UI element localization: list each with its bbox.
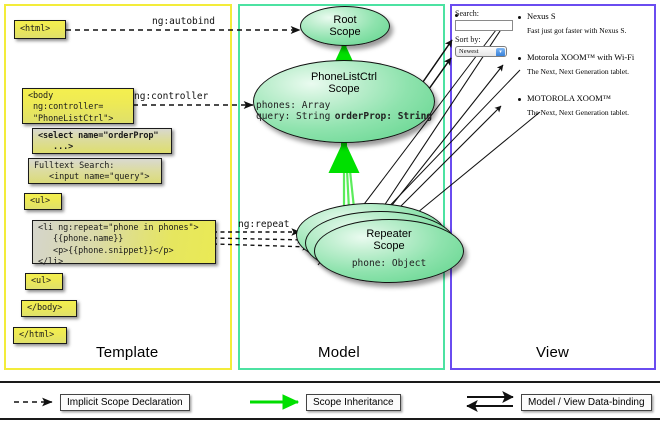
column-label-view: View bbox=[536, 344, 570, 361]
code-box-fulltext-search: Fulltext Search: <input name="query"> bbox=[28, 158, 162, 184]
phone-name: MOTOROLA XOOM™ bbox=[527, 93, 611, 103]
code-box-html-open: <html> bbox=[14, 20, 66, 39]
legend-divider-bottom bbox=[0, 418, 660, 420]
sort-select-value: Newest bbox=[459, 48, 479, 55]
phone-name: Motorola XOOM™ with Wi-Fi bbox=[527, 52, 635, 62]
scope-repeater-props: phone: Object bbox=[351, 257, 427, 269]
edge-label-ng-repeat: ng:repeat bbox=[238, 219, 290, 230]
phone-snippet: The Next, Next Generation tablet. bbox=[527, 67, 630, 76]
code-box-body-close: </body> bbox=[21, 300, 77, 317]
phone-name: Nexus S bbox=[527, 11, 556, 21]
scope-phonelistctrl: PhoneListCtrl Scope phones: Array query:… bbox=[253, 60, 435, 143]
scope-phonelistctrl-props: phones: Array query: String bbox=[255, 99, 331, 123]
code-box-ul-open: <ul> bbox=[24, 193, 62, 210]
scope-phonelistctrl-title: PhoneListCtrl Scope bbox=[310, 71, 378, 96]
edge-label-ng-controller: ng:controller bbox=[134, 91, 209, 102]
search-label: Search: bbox=[455, 9, 479, 18]
code-box-html-close: </html> bbox=[13, 327, 67, 344]
legend-implicit-scope-declaration: Implicit Scope Declaration bbox=[60, 394, 190, 411]
column-label-template: Template bbox=[96, 344, 159, 361]
code-box-body-open: <body ng:controller= "PhoneListCtrl"> bbox=[22, 88, 134, 124]
sort-select[interactable]: Newest ▾ bbox=[455, 46, 507, 57]
bullet-icon bbox=[455, 14, 458, 17]
scope-phonelistctrl-props-bold: orderProp: String bbox=[334, 111, 433, 123]
column-label-model: Model bbox=[318, 344, 360, 361]
code-box-li-repeat: <li ng:repeat="phone in phones"> {{phone… bbox=[32, 220, 216, 267]
legend-scope-inheritance: Scope Inheritance bbox=[306, 394, 401, 411]
scope-repeater: Repeater Scope phone: Object bbox=[314, 219, 464, 283]
code-box-ul-close: <ul> bbox=[25, 273, 63, 290]
bullet-icon bbox=[518, 16, 521, 19]
search-input[interactable] bbox=[455, 20, 513, 31]
scope-root-title: Root Scope bbox=[329, 14, 361, 39]
scope-root: Root Scope bbox=[300, 6, 390, 46]
scope-repeater-title: Repeater Scope bbox=[366, 228, 412, 253]
bullet-icon bbox=[518, 57, 521, 60]
phone-snippet: Fast just got faster with Nexus S. bbox=[527, 26, 627, 35]
legend-model-view-data-binding: Model / View Data-binding bbox=[521, 394, 652, 411]
sortby-label: Sort by: bbox=[455, 35, 481, 44]
bullet-icon bbox=[518, 98, 521, 101]
legend-divider-top bbox=[0, 381, 660, 383]
phone-snippet: The Next, Next Generation tablet. bbox=[527, 108, 630, 117]
view-pane: Search: Sort by: Newest ▾ Nexus S Fast j… bbox=[455, 9, 653, 129]
column-model bbox=[238, 4, 445, 370]
chevron-down-icon[interactable]: ▾ bbox=[496, 48, 505, 56]
code-box-select-orderprop: <select name="orderProp" ...> bbox=[32, 128, 172, 154]
edge-label-ng-autobind: ng:autobind bbox=[152, 16, 215, 27]
